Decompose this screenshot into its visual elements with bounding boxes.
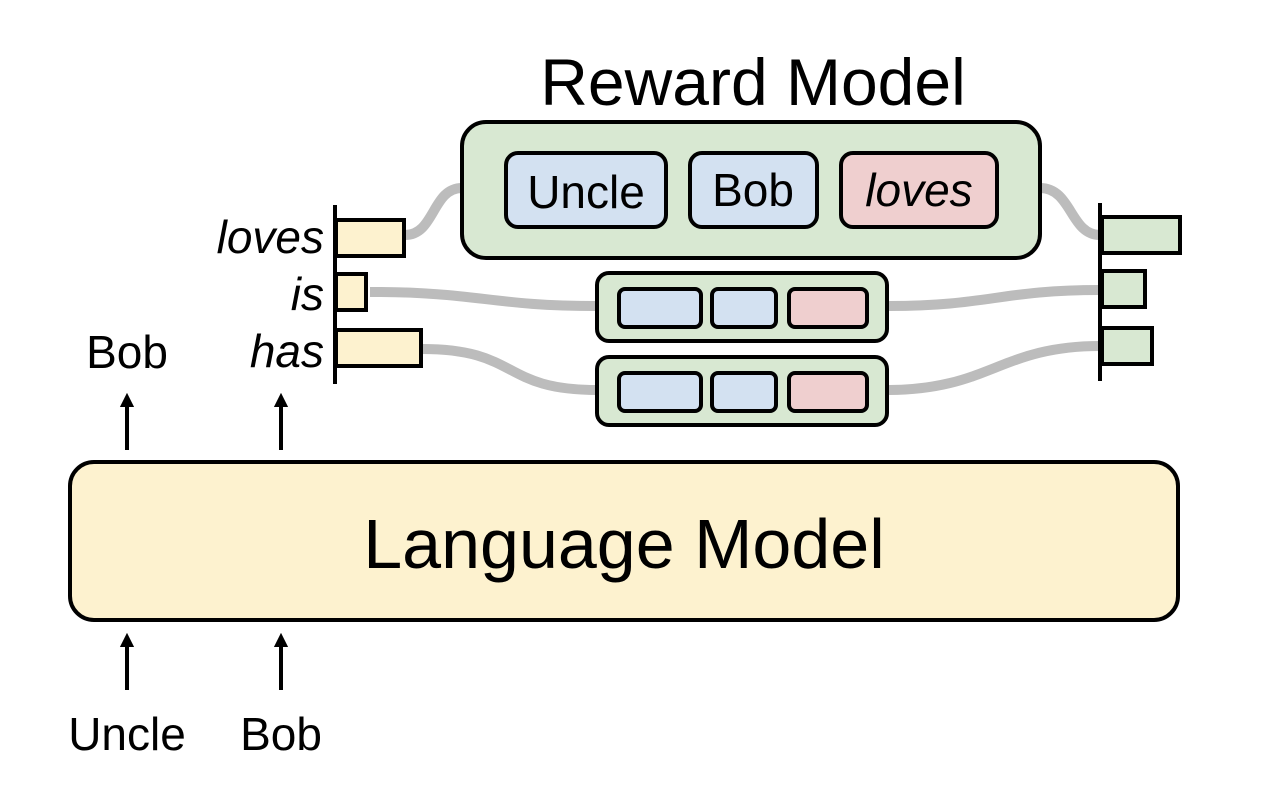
reward-model-label: Reward Model: [540, 45, 966, 119]
rm-copy-context-token-box: [617, 287, 703, 329]
connectors: [369, 183, 1101, 395]
output-token-bob: Bob: [86, 326, 168, 378]
rm-token-bob: Bob: [712, 164, 794, 216]
connector-loves-to-reward-model: [404, 183, 463, 240]
lm-prob-bar-is: [334, 272, 368, 312]
lm-distribution: loves is has: [217, 205, 423, 384]
candidate-token-has: has: [250, 325, 324, 377]
rm-token-uncle-box: [504, 151, 668, 229]
lm-inputs: Uncle Bob: [68, 632, 322, 760]
candidate-token-is: is: [291, 268, 324, 320]
connector-rm-small-2-to-reward-has: [886, 341, 1101, 395]
connector-has-to-rm-small-2: [421, 344, 598, 395]
lm-prob-bar-loves: [334, 218, 406, 258]
language-model: Language Model: [68, 460, 1180, 622]
reward-model: Reward Model Uncle Bob loves: [460, 45, 1042, 260]
reward-model-copy-is: [595, 271, 889, 343]
language-model-label: Language Model: [363, 505, 885, 583]
rm-token-uncle: Uncle: [527, 166, 645, 218]
reward-bar-has: [1100, 326, 1154, 366]
rm-copy-context-token-box: [617, 371, 703, 413]
connector-reward-model-to-reward-loves: [1039, 183, 1101, 240]
input-token-bob: Bob: [240, 708, 322, 760]
rm-copy-candidate-token-box: [787, 287, 869, 329]
reward-model-copy-has: [595, 355, 889, 427]
rm-copy-candidate-token-box: [787, 371, 869, 413]
rm-copy-context-token-box: [710, 287, 778, 329]
rm-token-loves-box: [839, 151, 999, 229]
input-token-uncle: Uncle: [68, 708, 186, 760]
connector-is-to-rm-small-1: [369, 287, 598, 311]
reward-distribution: [1098, 203, 1182, 381]
language-model-box: [68, 460, 1180, 622]
rm-token-loves: loves: [865, 164, 972, 216]
lm-outputs: Bob: [86, 326, 289, 450]
reward-bar-is: [1100, 269, 1147, 309]
lm-prob-bar-has: [334, 328, 423, 368]
candidate-token-loves: loves: [217, 211, 324, 263]
rm-copy-context-token-box: [710, 371, 778, 413]
reward-bar-loves: [1100, 215, 1182, 255]
rm-token-bob-box: [688, 151, 819, 229]
connector-rm-small-1-to-reward-is: [886, 285, 1101, 311]
